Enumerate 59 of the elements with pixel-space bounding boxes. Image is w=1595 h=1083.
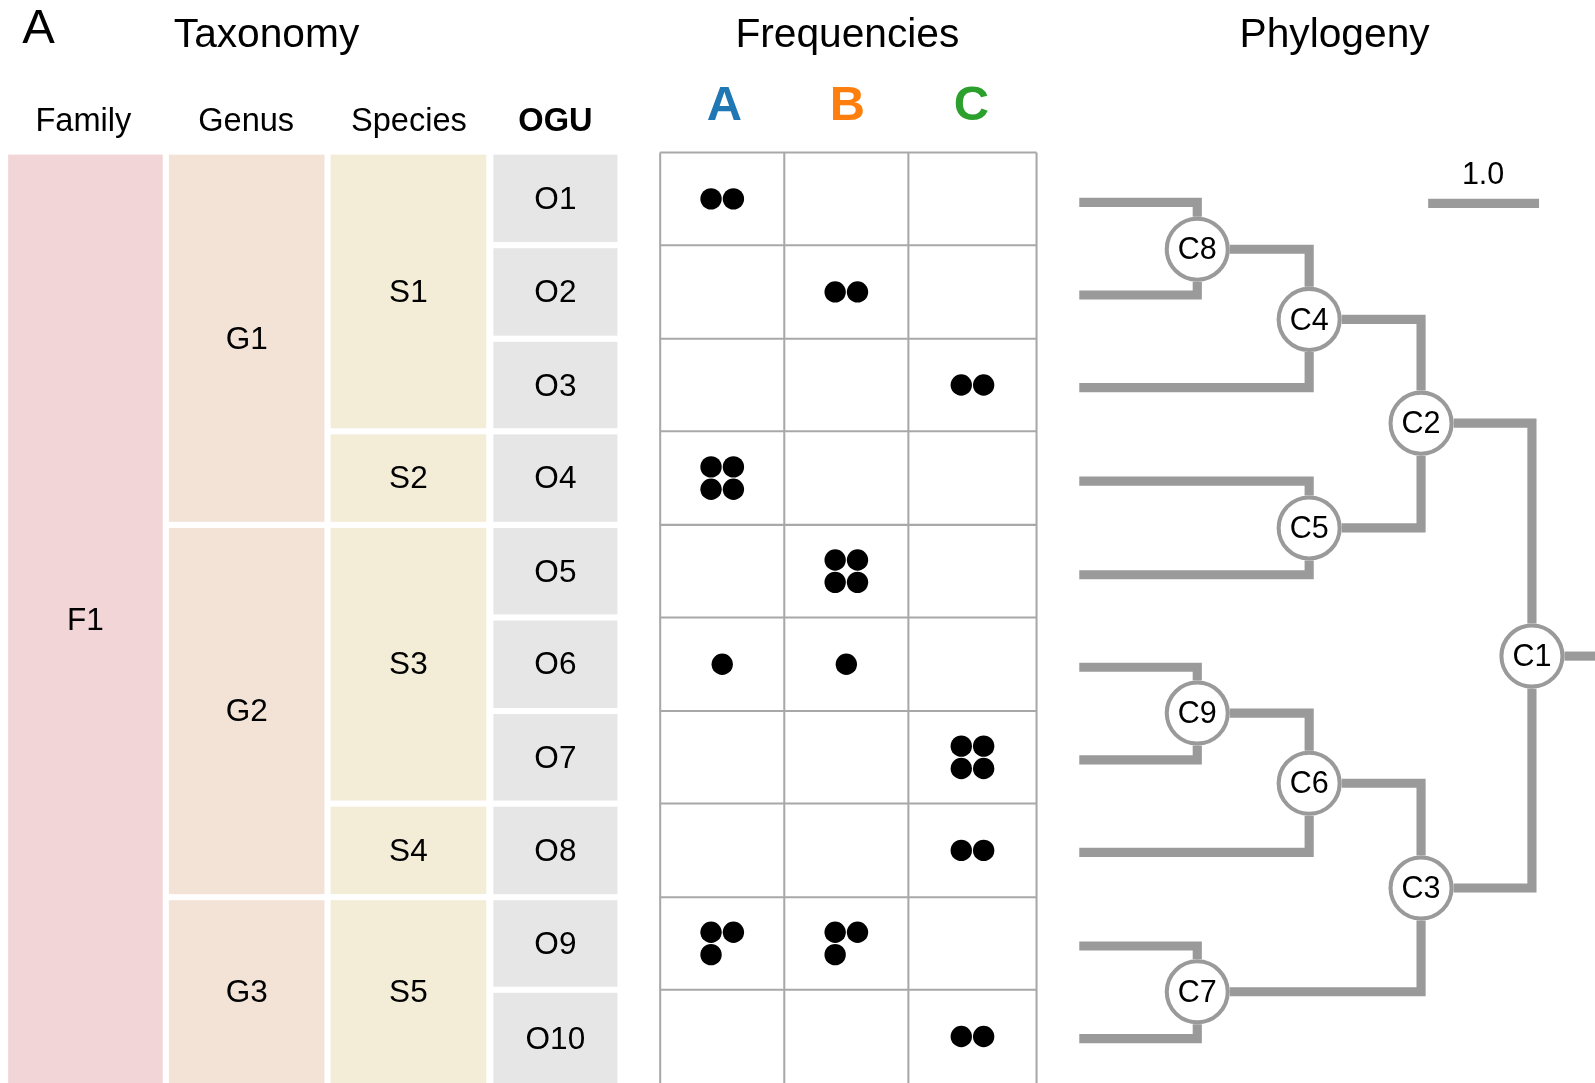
column-header: Family [35, 103, 132, 137]
tree-branch [1453, 418, 1537, 624]
column-header: Genus [198, 103, 295, 137]
tree-branch [1341, 314, 1426, 391]
tree-branch [1079, 815, 1314, 857]
panel-letter: A [22, 2, 55, 51]
tree-branch [1079, 941, 1202, 960]
species-cell: S2 [330, 434, 487, 522]
tree-branch [1564, 651, 1595, 661]
clade-node: C9 [1164, 680, 1230, 746]
clade-node: C8 [1164, 216, 1230, 282]
genus-cell: G1 [168, 154, 325, 522]
genus-cell: G2 [168, 527, 325, 895]
clade-node: C5 [1276, 495, 1342, 561]
tree-branch [1079, 476, 1314, 496]
clade-node: C3 [1388, 855, 1454, 921]
section-heading: Phylogeny [1239, 12, 1430, 53]
species-cell: S3 [330, 527, 487, 801]
ogu-cell: O6 [493, 620, 618, 708]
scale-label: 1.0 [1461, 158, 1505, 190]
ogu-cell: O10 [493, 992, 618, 1083]
family-cell: F1 [8, 154, 163, 1083]
species-cell: S4 [330, 806, 487, 895]
ogu-cell: O5 [493, 527, 618, 615]
column-header: Species [351, 103, 467, 137]
tree-branch [1341, 778, 1426, 856]
clade-node: C7 [1164, 959, 1230, 1025]
section-heading: Taxonomy [173, 12, 360, 53]
tree-branch [1079, 560, 1314, 580]
column-header: C [953, 79, 990, 129]
genus-cell: G3 [168, 900, 325, 1083]
tree-branch [1229, 244, 1314, 287]
tree-branch [1079, 351, 1314, 393]
tree-branch [1079, 281, 1202, 300]
section-heading: Frequencies [735, 12, 960, 53]
tree-branch [1079, 745, 1202, 765]
column-header: B [829, 79, 865, 129]
species-cell: S5 [330, 900, 487, 1083]
ogu-cell: O4 [493, 434, 618, 522]
tree-branch [1229, 708, 1314, 751]
tree-branch [1079, 662, 1202, 681]
column-header: A [706, 79, 742, 129]
column-header: OGU [518, 103, 593, 137]
clade-node: C4 [1276, 286, 1342, 352]
species-cell: S1 [330, 154, 487, 429]
ogu-cell: O1 [493, 154, 618, 243]
tree-branch [1341, 455, 1426, 533]
ogu-cell: O9 [493, 900, 618, 987]
ogu-cell: O8 [493, 806, 618, 895]
ogu-cell: O2 [493, 248, 618, 336]
tree-branch [1453, 688, 1537, 893]
clade-node: C6 [1276, 750, 1342, 816]
ogu-cell: O7 [493, 714, 618, 801]
ogu-cell: O3 [493, 341, 618, 429]
tree-branch [1079, 1024, 1202, 1044]
clade-node: C1 [1499, 623, 1565, 689]
tree-branch [1079, 197, 1202, 217]
tree-branch [1229, 920, 1426, 997]
clade-node: C2 [1388, 390, 1454, 456]
